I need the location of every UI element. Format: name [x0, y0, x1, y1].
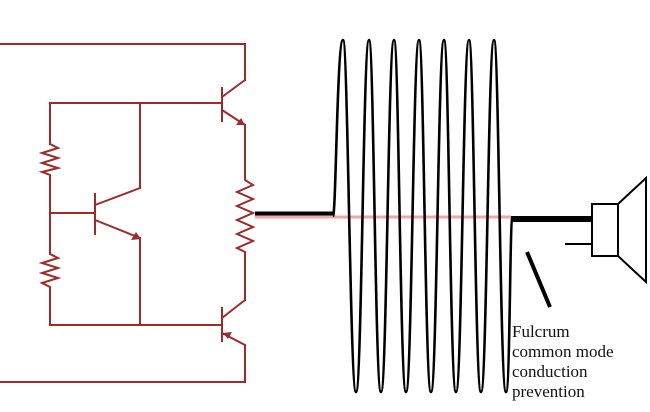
annotation-line-1: Fulcrum [512, 322, 570, 341]
annotation-line-3: conduction [512, 362, 588, 381]
bottom-rail-wire [0, 344, 246, 383]
upper-transistor-collector [221, 79, 246, 98]
speaker-cone [617, 175, 647, 285]
middle-transistor-emitter [94, 219, 141, 239]
upper-transistor-arrow [236, 118, 245, 125]
middle-transistor [94, 187, 141, 240]
upper-bias-resistor [38, 140, 62, 178]
lower-transistor-emitter [221, 299, 246, 319]
circuit-wiring [0, 43, 246, 383]
lower-transistor-arrow [223, 332, 232, 339]
lower-bias-resistor [38, 250, 62, 290]
upper-transistor [221, 79, 246, 126]
bias-left-low-wire [49, 289, 223, 326]
annotation-pointer [525, 251, 552, 308]
middle-transistor-arrow [131, 232, 141, 240]
speaker-magnet [591, 203, 619, 257]
top-rail-wire [0, 43, 246, 81]
middle-transistor-collector [94, 187, 141, 206]
annotation-label: Fulcrum common mode conduction preventio… [512, 322, 647, 402]
annotation-line-4: prevention [512, 382, 585, 401]
annotation-line-2: common mode [512, 342, 614, 361]
speaker-icon [565, 175, 647, 285]
coil-winding [331, 38, 514, 394]
output-resistor [234, 175, 256, 257]
lower-transistor [221, 299, 246, 346]
coil-leads [255, 211, 598, 222]
